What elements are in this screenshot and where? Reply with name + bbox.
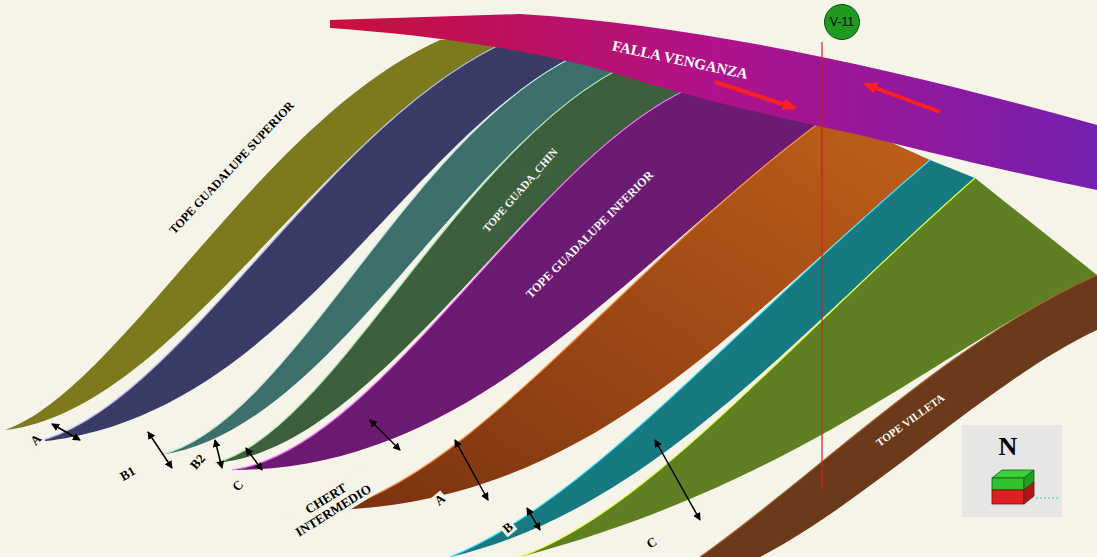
fault-arrow (865, 84, 940, 112)
unit-label: B2 (186, 450, 209, 474)
fault-arrow (715, 82, 795, 108)
north-label: N (999, 433, 1018, 462)
horizon-name: TOPE GUADALUPE INFERIOR (524, 169, 657, 302)
unit-label: C (643, 533, 662, 552)
horizon-name: TOPE GUADA_CHIN (480, 146, 559, 235)
fault-name: FALLA VENGANZA (611, 38, 750, 83)
unit-label: A (26, 430, 46, 450)
unit-label: A (430, 490, 449, 510)
unit-label: CHERT INTERMEDIO (274, 463, 386, 548)
fault-surface (330, 14, 1097, 190)
unit-label: B (499, 518, 518, 537)
unit-label: B1 (116, 463, 140, 485)
horizon-name: TOPE VILLETA (874, 391, 947, 448)
well-marker: V-11 (824, 4, 860, 40)
surface (700, 275, 1097, 557)
well-trajectory (821, 42, 822, 490)
orientation-icon (962, 425, 1062, 517)
surface (520, 178, 1097, 557)
unit-label: C (228, 476, 248, 496)
well-name: V-11 (830, 15, 854, 29)
horizon-name: TOPE GUADALUPE SUPERIOR (167, 99, 297, 237)
